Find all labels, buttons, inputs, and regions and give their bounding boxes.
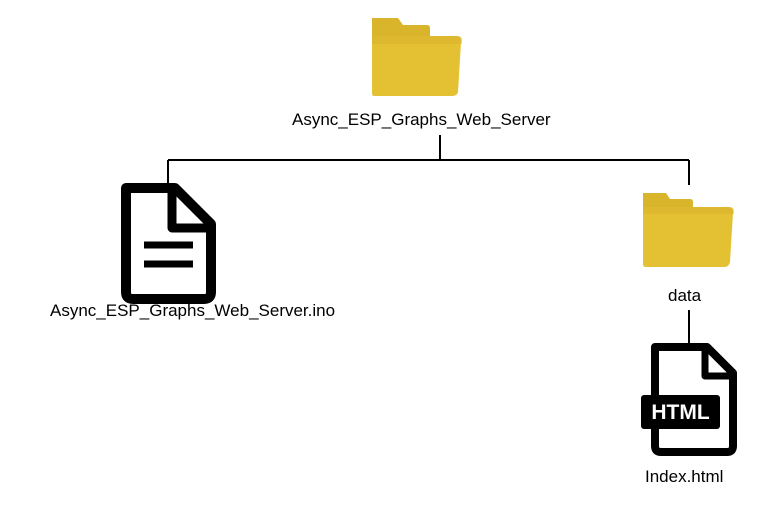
connector-lines	[167, 135, 690, 343]
ino-file-label: Async_ESP_Graphs_Web_Server.ino	[50, 301, 336, 320]
root-folder-label: Async_ESP_Graphs_Web_Server	[292, 110, 551, 129]
data-folder-label: data	[668, 286, 702, 305]
html-badge-text: HTML	[651, 401, 709, 424]
document-icon[interactable]	[121, 183, 216, 304]
index-file-label: Index.html	[645, 467, 724, 486]
root-folder-icon[interactable]	[372, 18, 462, 96]
data-folder-icon[interactable]	[643, 193, 734, 267]
html-file-icon[interactable]: HTML	[641, 343, 737, 456]
